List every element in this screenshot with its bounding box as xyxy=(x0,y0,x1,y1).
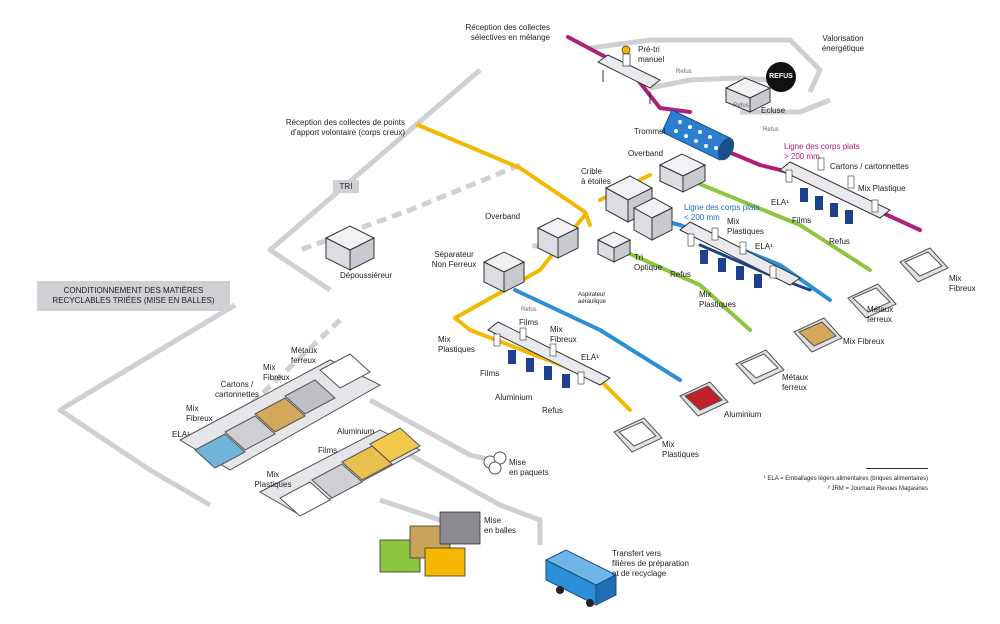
crible-label: Crible à étoiles xyxy=(581,167,611,186)
bay-mix-plastiques-2 xyxy=(341,445,393,481)
sorting-line-top xyxy=(779,157,891,224)
mix-plastiques-left-label: Mix Plastiques xyxy=(438,335,475,354)
bin-metaux-ferreux-mid xyxy=(735,349,785,385)
bin-metaux-ferreux-top xyxy=(847,283,897,319)
mix-plastiques-mid-label: Mix Plastiques xyxy=(727,217,764,236)
aspirateur-machine xyxy=(596,231,632,263)
refus-label-2: Refus xyxy=(733,103,749,109)
aluminium-bins-label: Aluminium xyxy=(337,427,375,436)
output-bins xyxy=(613,247,949,453)
ligne-plats-big-label: Ligne des corps plats > 200 mm xyxy=(784,142,860,161)
ela-mid-label: ELA¹ xyxy=(755,242,773,251)
separateur-label: Séparateur Non Ferreux xyxy=(431,250,477,269)
bin-aluminium-right xyxy=(679,381,729,417)
mix-plastiques-mid2-label: Mix Plastiques xyxy=(699,290,736,309)
pre-tri-conveyor xyxy=(597,45,661,104)
overband-label-2: Overband xyxy=(485,212,521,221)
ecluse-machine xyxy=(724,77,772,113)
mix-plastique-top-label: Mix Plastique xyxy=(858,184,906,193)
refus-mid-label: Refus xyxy=(670,270,691,279)
tri-label-box: TRI xyxy=(333,180,359,193)
tri-optique-machine xyxy=(632,197,674,241)
mix-fibreux-top-label: Mix Fibreux xyxy=(949,274,976,293)
mix-fibreux-low-label: Mix Fibreux xyxy=(550,325,577,344)
mise-balles-label: Mise en balles xyxy=(484,516,517,535)
depoussiereur-label: Dépoussiéreur xyxy=(340,271,393,280)
bay-metaux-ferreux xyxy=(319,353,371,389)
refus-disc: REFUS xyxy=(766,62,796,92)
overband-label-1: Overband xyxy=(628,149,664,158)
reception-pav-label: Réception des collectes de points d'appo… xyxy=(285,118,405,137)
refus-small-label: Refus xyxy=(521,307,537,313)
sorting-line-low xyxy=(487,321,611,388)
overband-machine-2 xyxy=(536,217,580,259)
mix-fibreux-mid-label: Mix Fibreux xyxy=(843,337,885,346)
bay-mix-fibreux xyxy=(224,415,276,451)
films-top-label: Films xyxy=(792,216,812,225)
footnote-jrm: ² JRM = Journaux Revues Magasines xyxy=(827,486,928,492)
aspirateur-label: Aspirateur aéraulique xyxy=(578,292,607,305)
aluminium-low-label: Aluminium xyxy=(495,393,533,402)
bay-ela xyxy=(194,433,246,469)
mix-plastiques-bottom-label: Mix Plastiques xyxy=(662,440,699,459)
films-low-label: Films xyxy=(519,318,539,327)
bin-mix-fibreux-top xyxy=(899,247,949,283)
metaux-ferreux-bins-label: Métaux ferreux xyxy=(291,346,318,365)
storage-bays xyxy=(178,353,422,517)
aluminium-right-label: Aluminium xyxy=(724,410,762,419)
ligne-plats-small-label: Ligne des corps plats < 200 mm xyxy=(684,203,760,222)
ecluse-label: Ecluse xyxy=(761,106,786,115)
cartons-bins-label: Cartons / cartonnettes xyxy=(214,380,260,399)
refus-low-label: Refus xyxy=(542,406,563,415)
refus-top-label: Refus xyxy=(829,237,850,246)
mix-fibreux-bins-label: Mix Fibreux xyxy=(263,363,290,382)
bin-mix-fibreux-mid xyxy=(793,317,843,353)
conditionnement-title: CONDITIONNEMENT DES MATIÈRES RECYCLABLES… xyxy=(37,281,230,311)
ela-top-label: ELA¹ xyxy=(771,198,789,207)
ela-low-label: ELA¹ xyxy=(581,353,599,362)
bin-mix-plastiques-bottom xyxy=(613,417,663,453)
bay-cartons xyxy=(254,397,306,433)
depoussiereur-machine xyxy=(324,225,376,271)
bay-films xyxy=(311,463,363,499)
refus-label-3: Refus xyxy=(763,127,779,133)
mix-fibreux-bins2-label: Mix Fibreux xyxy=(186,404,213,423)
footnote-ela: ¹ ELA = Emballages légers alimentaires (… xyxy=(763,476,928,482)
bay-mix-plastiques xyxy=(279,481,331,517)
bay-aluminium xyxy=(369,427,421,463)
pre-tri-label: Pré-tri manuel xyxy=(638,45,665,64)
bales-stack xyxy=(379,511,481,577)
valorisation-label: Valorisation énergétique xyxy=(821,34,865,53)
overband-machine-1 xyxy=(658,153,707,193)
reception-melange-label: Réception des collectes sélectives en mé… xyxy=(465,23,551,42)
cartons-top-label: Cartons / cartonnettes xyxy=(830,162,909,171)
mix-plastiques-bins-label: Mix Plastiques xyxy=(254,470,292,489)
separateur-machine xyxy=(482,251,526,293)
trommel-label: Trommel xyxy=(634,127,666,136)
ela-bins-label: ELA¹ xyxy=(172,430,190,439)
paquets-stack xyxy=(483,451,507,475)
mise-paquets-label: Mise en paquets xyxy=(509,458,549,477)
transfert-label: Transfert vers filières de préparation e… xyxy=(612,549,689,578)
metaux-ferreux-mid-label: Métaux ferreux xyxy=(867,305,894,324)
tri-optique-label: Tri Optique xyxy=(634,253,663,272)
transfer-truck xyxy=(544,549,618,607)
films-bins-label: Films xyxy=(318,446,338,455)
bay-mix-fibreux-2 xyxy=(284,379,336,415)
trommel-drum xyxy=(661,109,735,161)
metaux-ferreux-low-label: Métaux ferreux xyxy=(782,373,809,392)
footnote-divider xyxy=(866,468,928,469)
sorting-line-mid xyxy=(679,221,801,288)
films-left-label: Films xyxy=(480,369,500,378)
refus-label-1: Refus xyxy=(676,69,692,75)
